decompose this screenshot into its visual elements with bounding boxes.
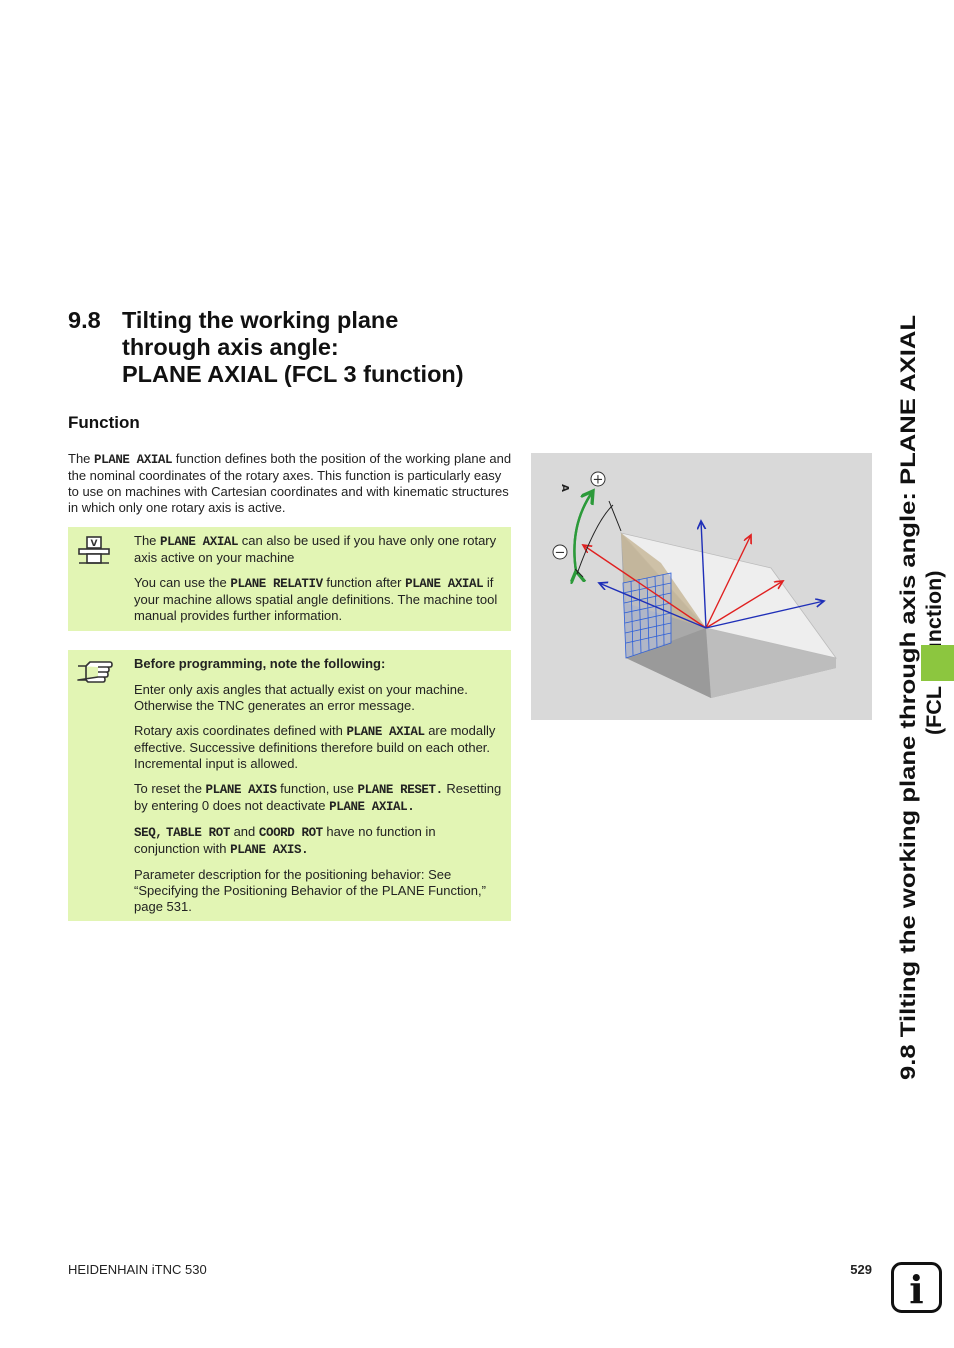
text: Rotary axis coordinates defined with [134,723,347,738]
code: TABLE ROT [166,826,230,840]
base-axis-x [599,583,707,629]
programming-note-box: Before programming, note the following: … [68,650,511,921]
axis-label-a: A [559,484,570,492]
section-title: Function [68,413,140,432]
grid-plane [622,572,672,659]
programming-note-p1: Enter only axis angles that actually exi… [134,682,468,713]
text: can also be used if you have only one ro… [134,533,497,565]
plus-circle [590,471,606,487]
side-running-title: 9.8 Tilting the working plane through ax… [891,310,949,1080]
intro-paragraph: The PLANE AXIAL function defines both th… [68,451,513,516]
angle-dimension-arc [576,504,614,575]
text: function after [322,575,406,590]
pointing-hand-icon [76,658,114,689]
machine-note-box: V The PLANE AXIAL can also be used if yo… [68,527,511,631]
code: PLANE AXIAL [405,577,484,591]
text: have no function in conjunction with [134,824,436,856]
base-axis-y [705,601,824,629]
tilted-axis-x [583,545,707,629]
info-icon: i [891,1262,942,1313]
intro-code: PLANE AXIAL [94,453,173,467]
programming-note-p5: Parameter description for the positionin… [134,867,486,914]
tilted-axis-y [705,535,751,629]
plus-symbol: + [593,473,604,488]
machine-note-p1: The PLANE AXIAL can also be used if you … [134,533,504,566]
base-axis-z [701,521,707,629]
code: PLANE AXIS [205,783,277,797]
page-number: 529 [850,1262,872,1277]
chapter-tab [921,645,954,681]
footer-product: HEIDENHAIN iTNC 530 [68,1262,207,1277]
rotation-arc [573,490,594,572]
intro-text-cont: function defines both the position of th… [68,451,512,515]
chapter-title-line-1: Tilting the working plane [122,307,399,333]
chapter-title-line-3: PLANE AXIAL (FCL 3 function) [122,361,464,387]
chapter-heading: 9.8 Tilting the working plane through ax… [68,307,518,388]
machine-note-p2: You can use the PLANE RELATIV function a… [134,575,504,624]
machine-manual-icon: V [76,535,112,570]
minus-symbol: − [555,546,566,561]
programming-note-p2: Rotary axis coordinates defined with PLA… [134,723,504,772]
programming-note-p4: SEQ, TABLE ROT and COORD ROT have no fun… [134,824,504,858]
code: PLANE RESET. [357,783,444,797]
minus-circle [552,544,568,560]
code: PLANE AXIAL [346,725,425,739]
text: To reset the [134,781,206,796]
text: Resetting by entering 0 does not deactiv… [134,781,502,813]
code: SEQ, [134,826,163,840]
chapter-number: 9.8 [68,307,101,333]
intro-text: The [68,451,95,466]
programming-note-heading: Before programming, note the following: [134,656,386,671]
code: PLANE AXIAL. [329,800,415,814]
svg-text:V: V [91,539,98,549]
text: if your machine allows spatial angle def… [134,575,498,623]
text: function, use [276,781,358,796]
text: You can use the [134,575,231,590]
chapter-title-line-2: through axis angle: [122,334,339,360]
text: The [134,533,161,548]
code: PLANE AXIS. [230,843,309,857]
text: and [229,824,259,839]
tilted-plane-figure: + − A [531,453,872,720]
text: are modally effective. Successive defini… [134,723,496,771]
figure-illustration: + − A [531,453,872,720]
code: COORD ROT [258,826,323,840]
tilted-axis-z [705,581,783,629]
side-title-line-1: 9.8 Tilting the working plane through ax… [896,315,920,1080]
info-glyph: i [909,1267,923,1312]
code: PLANE AXIAL [160,535,239,549]
programming-note-p3: To reset the PLANE AXIS function, use PL… [134,781,504,815]
code: PLANE RELATIV [230,577,323,591]
